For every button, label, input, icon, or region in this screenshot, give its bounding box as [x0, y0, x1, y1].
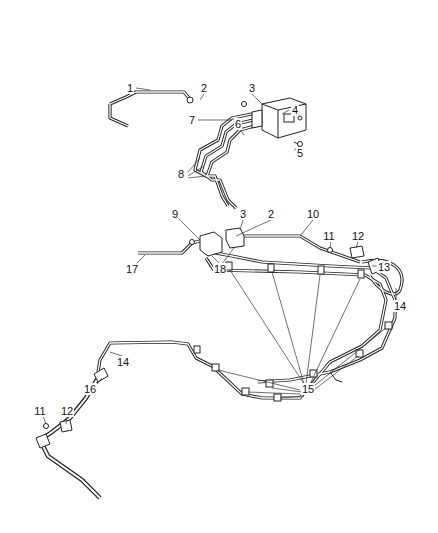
- drawing-part: [318, 266, 324, 274]
- drawing-part: [358, 270, 364, 278]
- leader-lines: [43, 88, 398, 424]
- drawing-part: [262, 98, 306, 138]
- drawing-part: [298, 116, 302, 120]
- drawing-part: [138, 240, 204, 253]
- drawing-part: [330, 372, 342, 382]
- tube-inner: [98, 92, 402, 398]
- fittings-and-clips: [36, 246, 392, 448]
- drawing-part: [110, 92, 189, 104]
- junction-block: [190, 228, 245, 256]
- tube-outline: [98, 92, 402, 398]
- callout-number: 1: [126, 82, 134, 94]
- drawing-part: [212, 248, 234, 264]
- drawing-part: [274, 394, 281, 401]
- drawing-part: [94, 368, 108, 382]
- drawing-part: [188, 158, 206, 178]
- drawing-part: [350, 246, 364, 258]
- drawing-part: [200, 232, 222, 256]
- callout-number: 5: [296, 147, 304, 159]
- drawing-part: [240, 220, 243, 230]
- drawing-part: [201, 118, 262, 208]
- drawing-part: [40, 378, 100, 498]
- callout-number: 12: [351, 230, 365, 242]
- callout-number: 6: [234, 118, 242, 130]
- drawing-part: [262, 104, 306, 110]
- drawing-part: [230, 236, 360, 262]
- drawing-part: [252, 110, 262, 128]
- callout-number: 17: [125, 263, 139, 275]
- drawing-part: [43, 416, 46, 424]
- drawing-part: [268, 264, 274, 272]
- callout-number: 18: [213, 263, 227, 275]
- drawing-part: [44, 424, 49, 429]
- drawing-part: [200, 94, 204, 100]
- callout-number: 16: [83, 383, 97, 395]
- drawing-part: [138, 240, 204, 253]
- drawing-part: [298, 142, 303, 147]
- callout-number: 13: [377, 261, 391, 273]
- callout-number: 3: [248, 82, 256, 94]
- drawing-part: [207, 124, 262, 176]
- callout-number: 2: [267, 208, 275, 220]
- drawing-part: [242, 388, 249, 395]
- callout-number: 12: [60, 405, 74, 417]
- drawing-part: [198, 120, 232, 121]
- callout-number: 9: [171, 208, 179, 220]
- drawing-part: [242, 102, 247, 107]
- drawing-part: [201, 118, 262, 208]
- drawing-part: [226, 228, 244, 248]
- drawing-part: [66, 416, 67, 424]
- drawing-part: [98, 258, 386, 398]
- callout-number: 2: [200, 82, 208, 94]
- hcu-block: [187, 97, 306, 147]
- brake-hose-inner: [40, 378, 100, 498]
- drawing-part: [330, 241, 331, 248]
- drawing-part: [98, 258, 386, 398]
- drawing-part: [385, 322, 392, 329]
- callout-number: 11: [33, 405, 46, 417]
- drawing-part: [187, 97, 193, 103]
- drawing-part: [194, 346, 200, 353]
- drawing-part: [40, 378, 100, 498]
- drawing-part: [110, 104, 128, 126]
- drawing-part: [218, 270, 386, 398]
- drawing-part: [252, 94, 262, 104]
- drawing-part: [356, 242, 358, 248]
- callout-number: 3: [239, 208, 247, 220]
- callout-number: 4: [291, 104, 299, 116]
- drawing-part: [282, 110, 289, 114]
- callout-number: 14: [393, 300, 407, 312]
- drawing-part: [179, 219, 200, 240]
- callout-number: 11: [322, 230, 335, 242]
- drawing-part: [294, 142, 298, 144]
- drawing-part: [110, 104, 128, 126]
- drawing-part: [300, 220, 313, 236]
- drawing-part: [110, 92, 189, 104]
- drawing-part: [236, 220, 271, 236]
- callout-number: 10: [306, 208, 320, 220]
- drawing-part: [212, 364, 219, 371]
- callout-number: 15: [301, 383, 315, 395]
- drawing-part: [36, 434, 50, 448]
- drawing-part: [278, 110, 279, 138]
- callout-number: 8: [177, 168, 185, 180]
- callout-number: 14: [116, 356, 130, 368]
- brake-hose: [40, 378, 100, 498]
- callout-number: 7: [188, 114, 196, 126]
- drawing-part: [328, 248, 333, 253]
- drawing-part: [136, 88, 150, 90]
- drawing-part: [190, 240, 195, 245]
